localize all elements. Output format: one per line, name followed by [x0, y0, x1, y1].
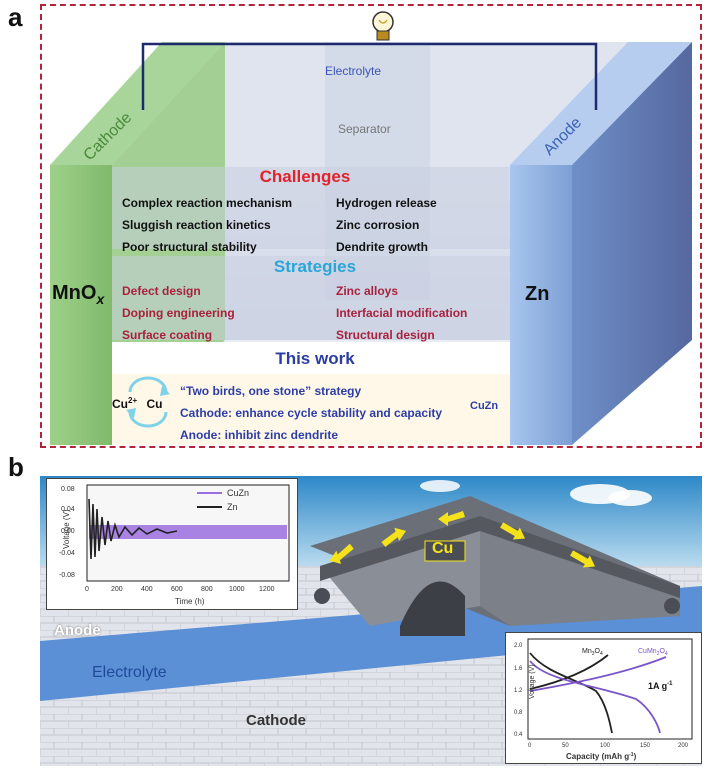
separator-label: Separator	[338, 122, 391, 136]
inset-left-plot: Voltage (V) 0.08 0.04 0.00 -0.04 -0.08 0…	[59, 484, 290, 606]
legend-zn: Zn	[227, 502, 238, 512]
challenges-left-list: Complex reaction mechanism Sluggish reac…	[122, 192, 292, 258]
this-work-item: “Two birds, one stone” strategy	[180, 384, 362, 398]
this-work-fill	[112, 374, 510, 445]
anode-front	[510, 165, 572, 445]
series-label-cumn2o4: CuMn2O4	[638, 648, 668, 657]
bridge-cu-label: Cu	[432, 540, 454, 557]
rate-label: 1A g-1	[648, 681, 673, 691]
battery-schematic	[50, 11, 692, 445]
svg-text:0.8: 0.8	[514, 710, 523, 716]
legend-cuzn: CuZn	[227, 488, 249, 498]
this-work-item: Cathode: enhance cycle stability and cap…	[180, 406, 443, 420]
strategies-title: Strategies	[273, 257, 357, 276]
svg-text:0.00: 0.00	[61, 528, 75, 535]
this-work-list: “Two birds, one stone” strategy Cathode:…	[180, 380, 442, 446]
cloud	[608, 490, 652, 506]
challenge-item: Sluggish reaction kinetics	[122, 218, 271, 232]
strategies-left-list: Defect design Doping engineering Surface…	[122, 280, 235, 346]
lightbulb-icon	[372, 11, 394, 41]
cumn2o4-discharge	[529, 660, 661, 734]
strategy-item: Defect design	[122, 284, 201, 298]
cumn2o4-charge	[529, 656, 667, 692]
svg-text:1.6: 1.6	[514, 666, 523, 672]
svg-text:-0.08: -0.08	[59, 572, 75, 579]
inset-left-yticks: 0.08 0.04 0.00 -0.04 -0.08	[59, 486, 75, 579]
svg-text:600: 600	[171, 586, 183, 593]
svg-text:1000: 1000	[229, 586, 245, 593]
inset-right-yticks: 2.0 1.6 1.2 0.8 0.4	[514, 643, 523, 738]
strategy-item: Interfacial modification	[336, 306, 468, 320]
inset-left-ylabel: Voltage (V)	[62, 509, 71, 549]
inset-right-xlabel: Capacity (mAh g-1)	[566, 752, 637, 761]
strategy-item: Doping engineering	[122, 306, 235, 320]
svg-text:0.08: 0.08	[61, 486, 75, 493]
inset-right-ylabel: Voltage (V)	[529, 664, 536, 699]
strategies-band	[112, 256, 510, 340]
challenge-item: Dendrite growth	[336, 240, 428, 254]
series-label-mn3o4: Mn3O4	[582, 648, 603, 657]
cloud	[420, 480, 460, 492]
svg-text:0.4: 0.4	[514, 732, 523, 738]
svg-text:-0.04: -0.04	[59, 550, 75, 557]
strategy-item: Structural design	[336, 328, 435, 342]
challenge-item: Poor structural stability	[122, 240, 257, 254]
svg-text:1.2: 1.2	[514, 688, 523, 694]
this-work-title: This work	[275, 349, 355, 368]
cathode-ground-label: Cathode	[246, 712, 306, 729]
cathode-front	[50, 165, 112, 445]
svg-text:0: 0	[85, 586, 89, 593]
electrolyte-label: Electrolyte	[325, 64, 382, 78]
anode-side	[572, 42, 692, 445]
mn3o4-charge	[529, 654, 609, 690]
challenge-item: Hydrogen release	[336, 196, 437, 210]
inset-voltage-capacity: Voltage (V) 2.0 1.6 1.2 0.8 0.4 0 50 100…	[505, 632, 702, 764]
panel-a-border	[40, 4, 702, 448]
panel-a-letter: a	[8, 2, 23, 32]
this-work-item: Anode: inhibit zinc dendrite	[180, 428, 338, 442]
cuzn-label: CuZn	[470, 400, 499, 412]
cathode-material-label: MnOx	[52, 282, 105, 307]
svg-text:200: 200	[111, 586, 123, 593]
anode-top	[510, 42, 692, 165]
inset-voltage-time: Voltage (V) 0.08 0.04 0.00 -0.04 -0.08 0…	[46, 478, 298, 610]
strategies-right-list: Zinc alloys Interfacial modification Str…	[336, 280, 467, 346]
mn3o4-discharge	[529, 652, 613, 734]
anode-material-label: Zn	[525, 283, 550, 305]
svg-text:2.0: 2.0	[514, 643, 523, 649]
svg-text:100: 100	[600, 743, 611, 749]
inset-left-xticks: 0 200 400 600 800 1000 1200	[85, 586, 275, 593]
cathode-top	[50, 42, 225, 165]
circuit-wire	[141, 42, 598, 110]
strategy-item: Surface coating	[122, 328, 213, 342]
challenges-title: Challenges	[259, 167, 351, 186]
challenges-band	[112, 167, 510, 249]
svg-text:0: 0	[528, 743, 532, 749]
electrolyte-river-label: Electrolyte	[92, 664, 167, 681]
bridge	[310, 496, 680, 636]
challenge-item: Zinc corrosion	[336, 218, 420, 232]
svg-text:150: 150	[640, 743, 651, 749]
challenge-item: Complex reaction mechanism	[122, 196, 293, 210]
cu-cycle-label: Cu2+ Cu	[112, 396, 163, 411]
anode-ground-label: Anode	[54, 622, 101, 639]
svg-text:800: 800	[201, 586, 213, 593]
zn-trace	[88, 498, 178, 560]
svg-text:200: 200	[678, 743, 689, 749]
svg-text:1200: 1200	[259, 586, 275, 593]
inset-left-xlabel: Time (h)	[175, 597, 205, 606]
svg-text:50: 50	[562, 743, 569, 749]
inset-right-plot: Voltage (V) 2.0 1.6 1.2 0.8 0.4 0 50 100…	[514, 638, 693, 761]
challenges-right-list: Hydrogen release Zinc corrosion Dendrite…	[336, 192, 437, 258]
strategy-item: Zinc alloys	[336, 284, 399, 298]
svg-text:400: 400	[141, 586, 153, 593]
panel-b-letter: b	[8, 452, 24, 482]
cu-cycle-arrows-icon	[126, 376, 170, 428]
svg-text:0.04: 0.04	[61, 506, 75, 513]
inset-right-xticks: 0 50 100 150 200	[528, 743, 689, 749]
